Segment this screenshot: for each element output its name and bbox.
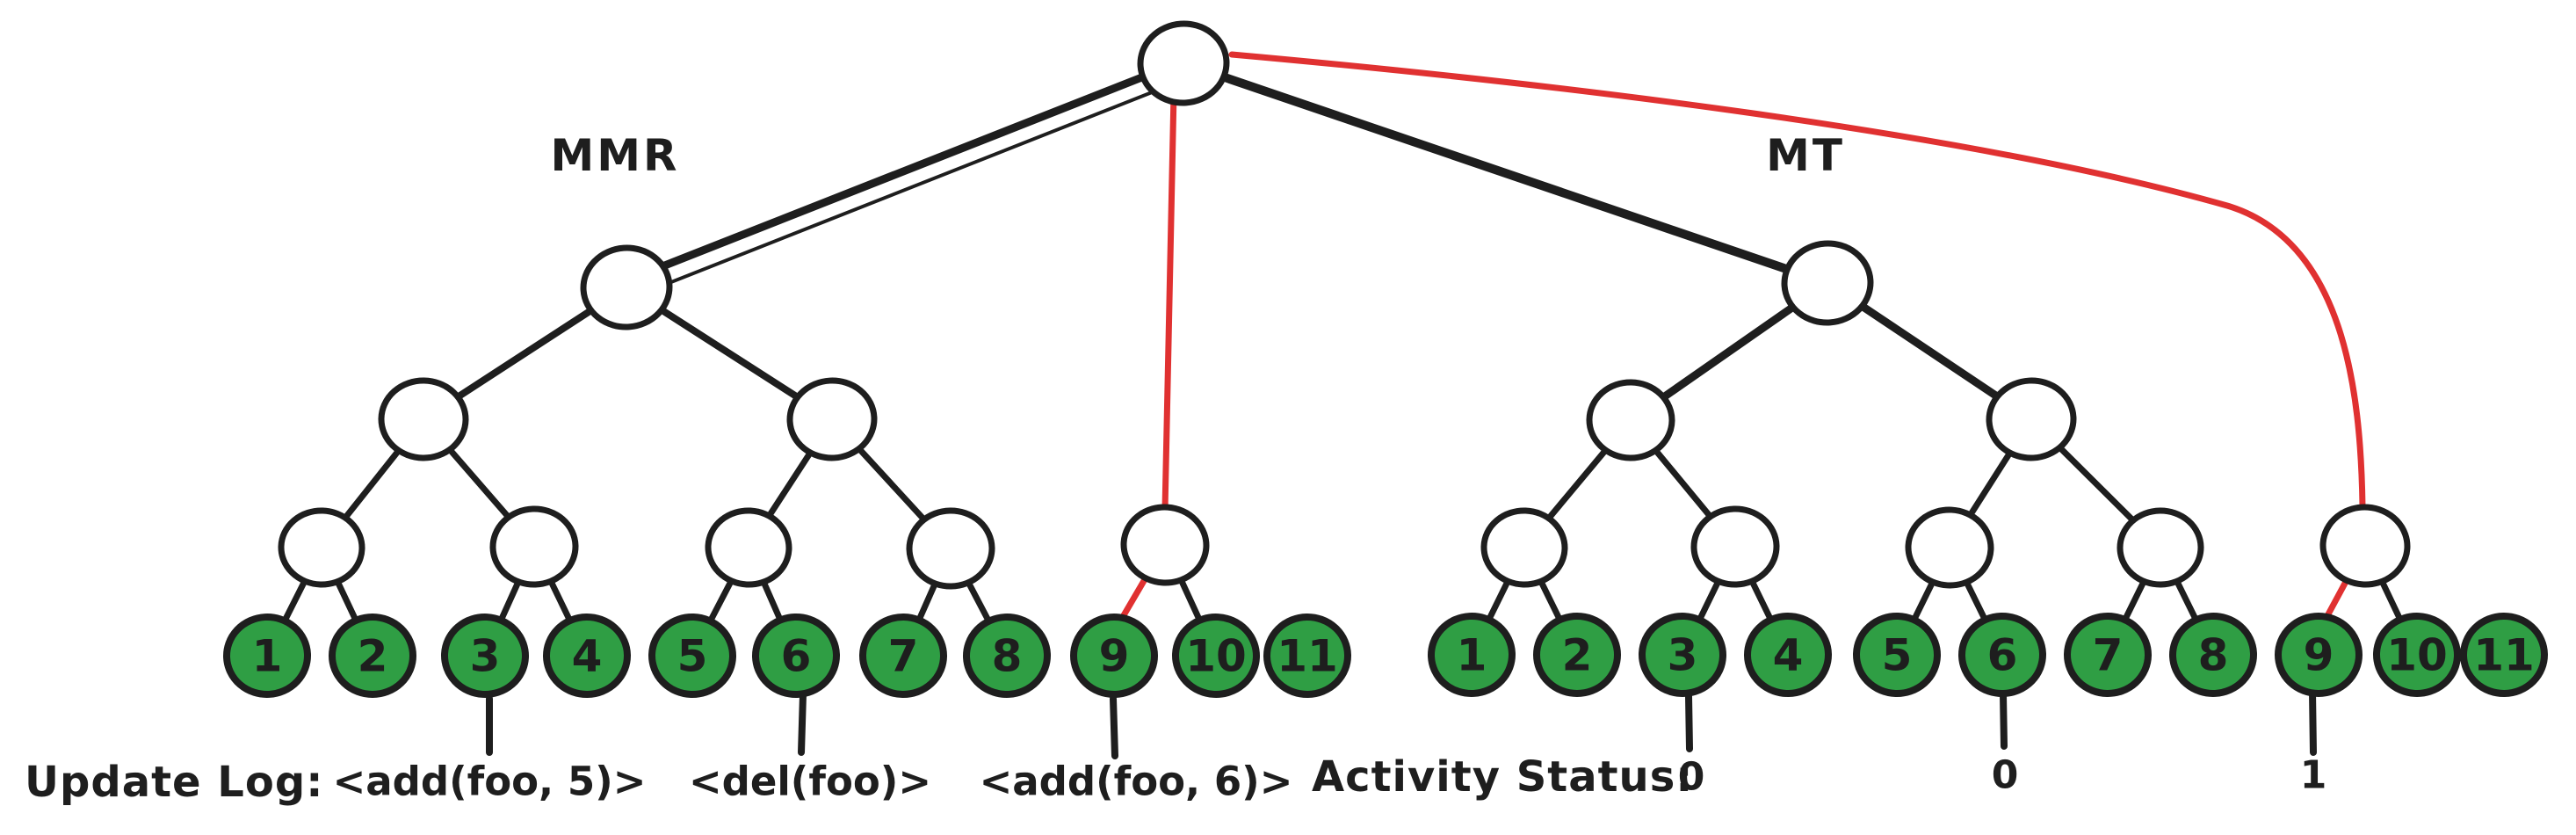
mt-leaf-7 bbox=[2064, 612, 2152, 698]
mmr-p56-node bbox=[705, 507, 792, 588]
mt-leaf-label: 1 bbox=[1457, 630, 1487, 681]
mt-leaf-label: 5 bbox=[1882, 630, 1913, 681]
mmr-leaf-label: 11 bbox=[1277, 631, 1338, 682]
mmr-leaf-label: 3 bbox=[470, 631, 501, 682]
mmr-leaf-label: 2 bbox=[358, 631, 388, 682]
mmr-leaf-2 bbox=[329, 614, 416, 698]
mt-leaf-8 bbox=[2169, 612, 2257, 698]
mt-leaf-10 bbox=[2373, 612, 2461, 698]
mmr-leaf-9 bbox=[1070, 614, 1158, 698]
mt-leaf-label: 11 bbox=[2473, 630, 2535, 681]
update-log-entry: <add(foo, 6)> bbox=[979, 758, 1293, 805]
mt-leaf-4 bbox=[1744, 612, 1832, 698]
red-link-root-to-mmr-p910 bbox=[1161, 90, 1177, 513]
mt-p1234-node bbox=[1586, 379, 1675, 461]
update-log-entry: <add(foo, 5)> bbox=[332, 758, 647, 805]
activity-status-value: 0 bbox=[1677, 754, 1705, 800]
mmr-leaf-3 bbox=[441, 613, 529, 699]
mt-leaf-5 bbox=[1853, 612, 1941, 698]
mmr-leaf-5 bbox=[648, 613, 736, 699]
mt-leaf-label: 4 bbox=[1773, 630, 1804, 681]
mmr-p1234-node bbox=[378, 377, 469, 461]
mt-edge bbox=[1179, 59, 1832, 287]
activity-status-label: Activity Status: bbox=[1312, 752, 1694, 802]
mt-p56-node bbox=[1905, 506, 1994, 589]
mt-leaf-6 bbox=[1958, 612, 2046, 698]
mmr-leaf-label: 7 bbox=[888, 631, 919, 682]
mt-leaf-label: 6 bbox=[1987, 630, 2018, 681]
leaf-tick bbox=[2000, 691, 2008, 750]
leaf-tick bbox=[2309, 688, 2317, 756]
mmr-p78-node bbox=[906, 507, 995, 590]
mmr-edge bbox=[625, 66, 1164, 284]
shared-root-node bbox=[1137, 20, 1230, 106]
mmr-p910-node bbox=[1120, 504, 1210, 586]
mmr-leaf-8 bbox=[963, 613, 1051, 699]
update-log-entry: <del(foo)> bbox=[688, 758, 932, 805]
mmr-leaf-10 bbox=[1172, 613, 1260, 699]
mmr-edge bbox=[645, 83, 1174, 294]
mt-leaf-label: 9 bbox=[2304, 630, 2334, 681]
mt-leaf-2 bbox=[1533, 613, 1621, 697]
mmr-p34-node bbox=[489, 505, 579, 588]
mmr-peak-node bbox=[580, 244, 673, 330]
mmr-p12-node bbox=[278, 507, 365, 588]
mt-leaf-11 bbox=[2460, 612, 2548, 698]
leaf-tick bbox=[798, 691, 807, 756]
mt-leaf-label: 10 bbox=[2386, 630, 2448, 681]
mmr-leaf-1 bbox=[223, 613, 311, 699]
mt-tree-title: MT bbox=[1766, 130, 1845, 181]
mt-leaf-label: 8 bbox=[2198, 630, 2229, 681]
mmr-leaf-label: 10 bbox=[1185, 631, 1247, 682]
mmr-leaf-label: 1 bbox=[252, 631, 283, 682]
mt-p910-node bbox=[2319, 504, 2411, 588]
leaf-tick bbox=[1685, 693, 1693, 752]
mmr-leaf-4 bbox=[543, 613, 631, 699]
mt-leaf-label: 3 bbox=[1668, 630, 1698, 681]
mt-p34-node bbox=[1690, 505, 1780, 588]
mmr-leaf-11 bbox=[1263, 613, 1351, 699]
mt-p5678-node bbox=[1986, 377, 2077, 461]
red-link-root-to-mt-p910 bbox=[1228, 51, 2366, 510]
mmr-leaf-6 bbox=[752, 613, 840, 699]
mt-leaf-label: 7 bbox=[2093, 630, 2124, 681]
mt-leaf-9 bbox=[2275, 613, 2363, 697]
mmr-leaf-7 bbox=[859, 613, 947, 699]
activity-status-value: 1 bbox=[2299, 752, 2327, 798]
activity-status-value: 0 bbox=[1991, 752, 2019, 798]
mmr-leaf-label: 8 bbox=[992, 631, 1023, 682]
mmr-leaf-label: 4 bbox=[572, 631, 603, 682]
mt-leaf-label: 2 bbox=[1562, 630, 1593, 681]
update-log-label: Update Log: bbox=[25, 758, 324, 807]
mmr-tree-title: MMR bbox=[550, 130, 680, 181]
mmr-p5678-node bbox=[786, 377, 878, 461]
mt-p12-node bbox=[1480, 507, 1568, 588]
mt-leaf-3 bbox=[1639, 612, 1726, 698]
mt-root-node bbox=[1781, 240, 1874, 326]
leaf-tick bbox=[1110, 695, 1118, 759]
mmr-leaf-label: 5 bbox=[677, 631, 708, 682]
mt-leaf-1 bbox=[1428, 612, 1516, 698]
mmr-leaf-label: 9 bbox=[1099, 631, 1130, 682]
mt-p78-node bbox=[2117, 507, 2204, 588]
mmr-leaf-label: 6 bbox=[781, 631, 812, 682]
